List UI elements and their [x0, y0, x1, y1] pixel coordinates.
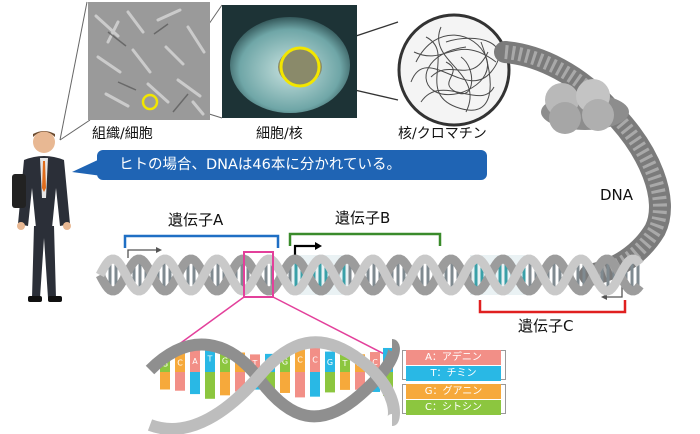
promoter-arrow-c [606, 285, 623, 298]
zoom-base-pair [280, 372, 290, 393]
zoom-base-pair [220, 348, 230, 372]
legend-thymine: T：チミン [406, 366, 501, 381]
tissue-micrograph [88, 2, 210, 120]
zoom-base-pair [265, 372, 275, 391]
zoom-base-letter: A [192, 357, 198, 366]
zoom-base-letter: C [372, 358, 378, 367]
legend-guanine: G：グアニン [406, 384, 501, 399]
nucleus-highlight-circle [279, 46, 321, 88]
label-dna: DNA [600, 186, 634, 204]
zoom-base-pair [205, 372, 215, 399]
gene-c-bracket [478, 300, 627, 314]
zoom-base-pair [205, 345, 215, 372]
zoom-base-pair [340, 372, 350, 390]
zoom-base-letter: T [207, 355, 213, 364]
zoom-base-pair [340, 354, 350, 372]
legend-bracket-at-right [500, 350, 506, 380]
legend-bracket-gc-right [500, 384, 506, 414]
gene-a-label: 遺伝子A [168, 211, 224, 229]
promoter-arrow-b [293, 244, 316, 257]
zoom-base-pair [295, 372, 305, 398]
zoom-base-pair [190, 349, 200, 372]
zoom-base-letter: C [312, 356, 318, 365]
zoom-frame [243, 251, 274, 298]
zoom-base-letter: T [252, 359, 258, 368]
nucleosome [541, 79, 629, 134]
zoom-base-pair [295, 346, 305, 372]
legend-bracket-gc-left [402, 384, 408, 414]
legend-adenine: A：アデニン [406, 350, 501, 365]
zoom-base-pair [325, 372, 335, 393]
zoom-base-pair [310, 372, 320, 397]
promoter-arrow-a [127, 249, 156, 258]
zoom-base-pair [175, 372, 185, 391]
zoom-base-pair [280, 351, 290, 372]
zoom-base-pair [355, 372, 365, 390]
legend-cytosine: C：シトシン [406, 400, 501, 415]
person-illustration [12, 131, 71, 302]
legend-bracket-at-left [402, 350, 408, 380]
banner-pointer [72, 158, 102, 176]
zoom-base-pair [175, 353, 185, 372]
cell-highlight-circle [141, 93, 159, 111]
gene-b-label: 遺伝子B [335, 209, 391, 227]
chromatin-circle [397, 13, 511, 127]
zoom-base-pair [235, 372, 245, 392]
label-cell-nucleus: 細胞/核 [256, 126, 303, 142]
cell-micrograph [222, 5, 357, 118]
zoom-base-letter: G [282, 358, 288, 367]
gene-c-label: 遺伝子C [518, 317, 574, 335]
zoom-base-pair [310, 347, 320, 372]
zoom-base-letter: C [177, 359, 183, 368]
zoom-base-pair [250, 354, 260, 372]
info-banner: ヒトの場合、DNAは46本に分かれている。 [97, 150, 487, 180]
zoom-base-pair [370, 352, 380, 372]
zoom-base-pair [190, 372, 200, 395]
label-nucleus-chromatin: 核/クロマチン [398, 126, 487, 142]
zoom-base-letter: G [222, 356, 228, 365]
zoom-base-pair [160, 372, 170, 390]
zoom-base-letter: T [342, 359, 348, 368]
zoom-base-pair [220, 372, 230, 396]
label-tissue-cell: 組織/細胞 [92, 126, 153, 142]
zoom-base-letter: G [327, 358, 333, 367]
zoom-base-pair [325, 351, 335, 372]
zoom-base-letter: C [297, 355, 303, 364]
gene-b-bracket [288, 232, 442, 246]
gene-a-bracket [123, 234, 280, 248]
